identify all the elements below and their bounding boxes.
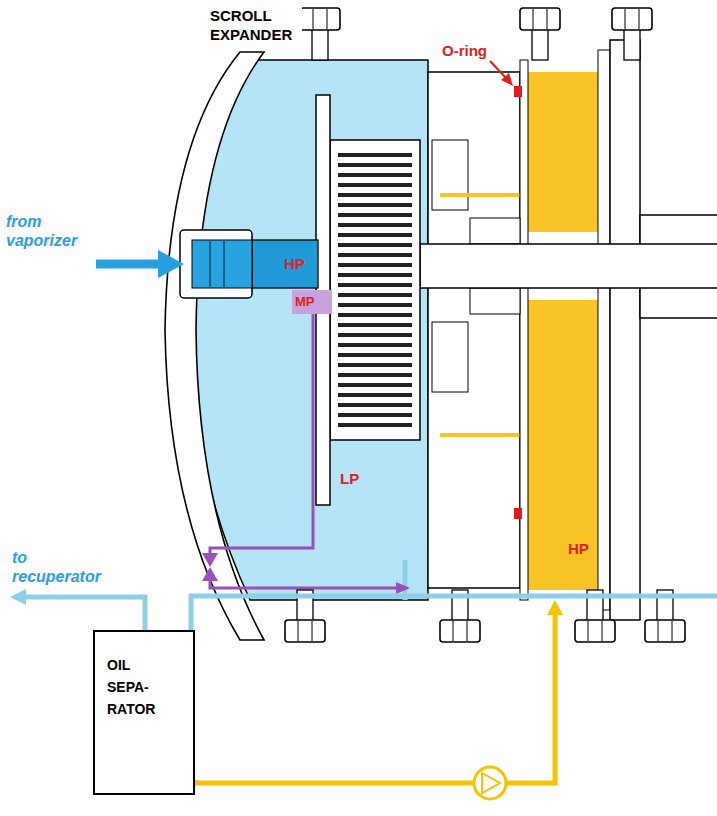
flow-label: from vaporizer <box>6 212 98 250</box>
node-heading: SCROLL EXPANDER <box>210 6 302 44</box>
bolt <box>520 8 560 60</box>
valve-symbol <box>202 567 218 581</box>
bolt <box>612 8 652 60</box>
flow-line <box>195 612 555 783</box>
inlet-bore <box>192 240 252 288</box>
pressure-label: HP <box>568 540 589 558</box>
scroll-ribs <box>338 150 412 432</box>
inlet-arrow <box>96 260 162 269</box>
pressure-label: MP <box>295 294 315 310</box>
leader-arrowhead <box>501 73 513 86</box>
part-label: O-ring <box>440 42 489 60</box>
pressure-label: LP <box>340 470 359 488</box>
o-ring <box>514 508 522 519</box>
casing-detail <box>432 322 468 392</box>
leader-line <box>490 61 506 78</box>
fitting-groove <box>223 240 225 288</box>
inlet-fitting <box>180 230 252 298</box>
oil-chamber <box>528 300 598 590</box>
end-cover <box>165 52 264 640</box>
bypass-arrowhead <box>396 582 410 594</box>
fitting-groove <box>209 240 211 288</box>
recuperator-arrowhead <box>10 589 26 605</box>
scroll-spiral <box>330 140 420 440</box>
pump-symbol <box>474 767 506 799</box>
bearing <box>470 288 520 314</box>
node-heading: OIL SEPA- RATOR <box>107 654 169 720</box>
oil-channel <box>440 193 528 197</box>
flow-label: to recuperator <box>12 548 112 586</box>
outer-flange <box>610 40 640 620</box>
bolt <box>300 8 340 60</box>
pump-triangle <box>482 773 500 793</box>
flow-arrowhead <box>547 600 563 615</box>
bearing <box>470 218 520 244</box>
pressure-label: HP <box>284 255 305 273</box>
oil-chamber <box>528 72 598 232</box>
middle-casing <box>428 72 520 588</box>
flow-connector <box>183 596 717 795</box>
recuperator-line <box>24 597 145 630</box>
high-pressure-inlet-chamber <box>250 240 318 288</box>
flange-plate <box>598 50 610 610</box>
low-pressure-chamber <box>190 60 428 600</box>
shaft <box>420 244 717 288</box>
bypass-line <box>210 314 398 588</box>
expander-housing: SCROLL EXPANDER <box>160 0 717 600</box>
mid-pressure-chamber <box>292 290 332 314</box>
inlet-arrowhead <box>158 250 184 278</box>
oil-channel <box>440 433 528 437</box>
o-ring <box>514 86 522 97</box>
valve-symbol <box>202 553 218 567</box>
flow-line <box>191 596 717 783</box>
separator-box: OIL SEPA- RATOR <box>93 630 195 795</box>
casing-detail <box>432 140 468 210</box>
flow-connector <box>195 600 563 783</box>
